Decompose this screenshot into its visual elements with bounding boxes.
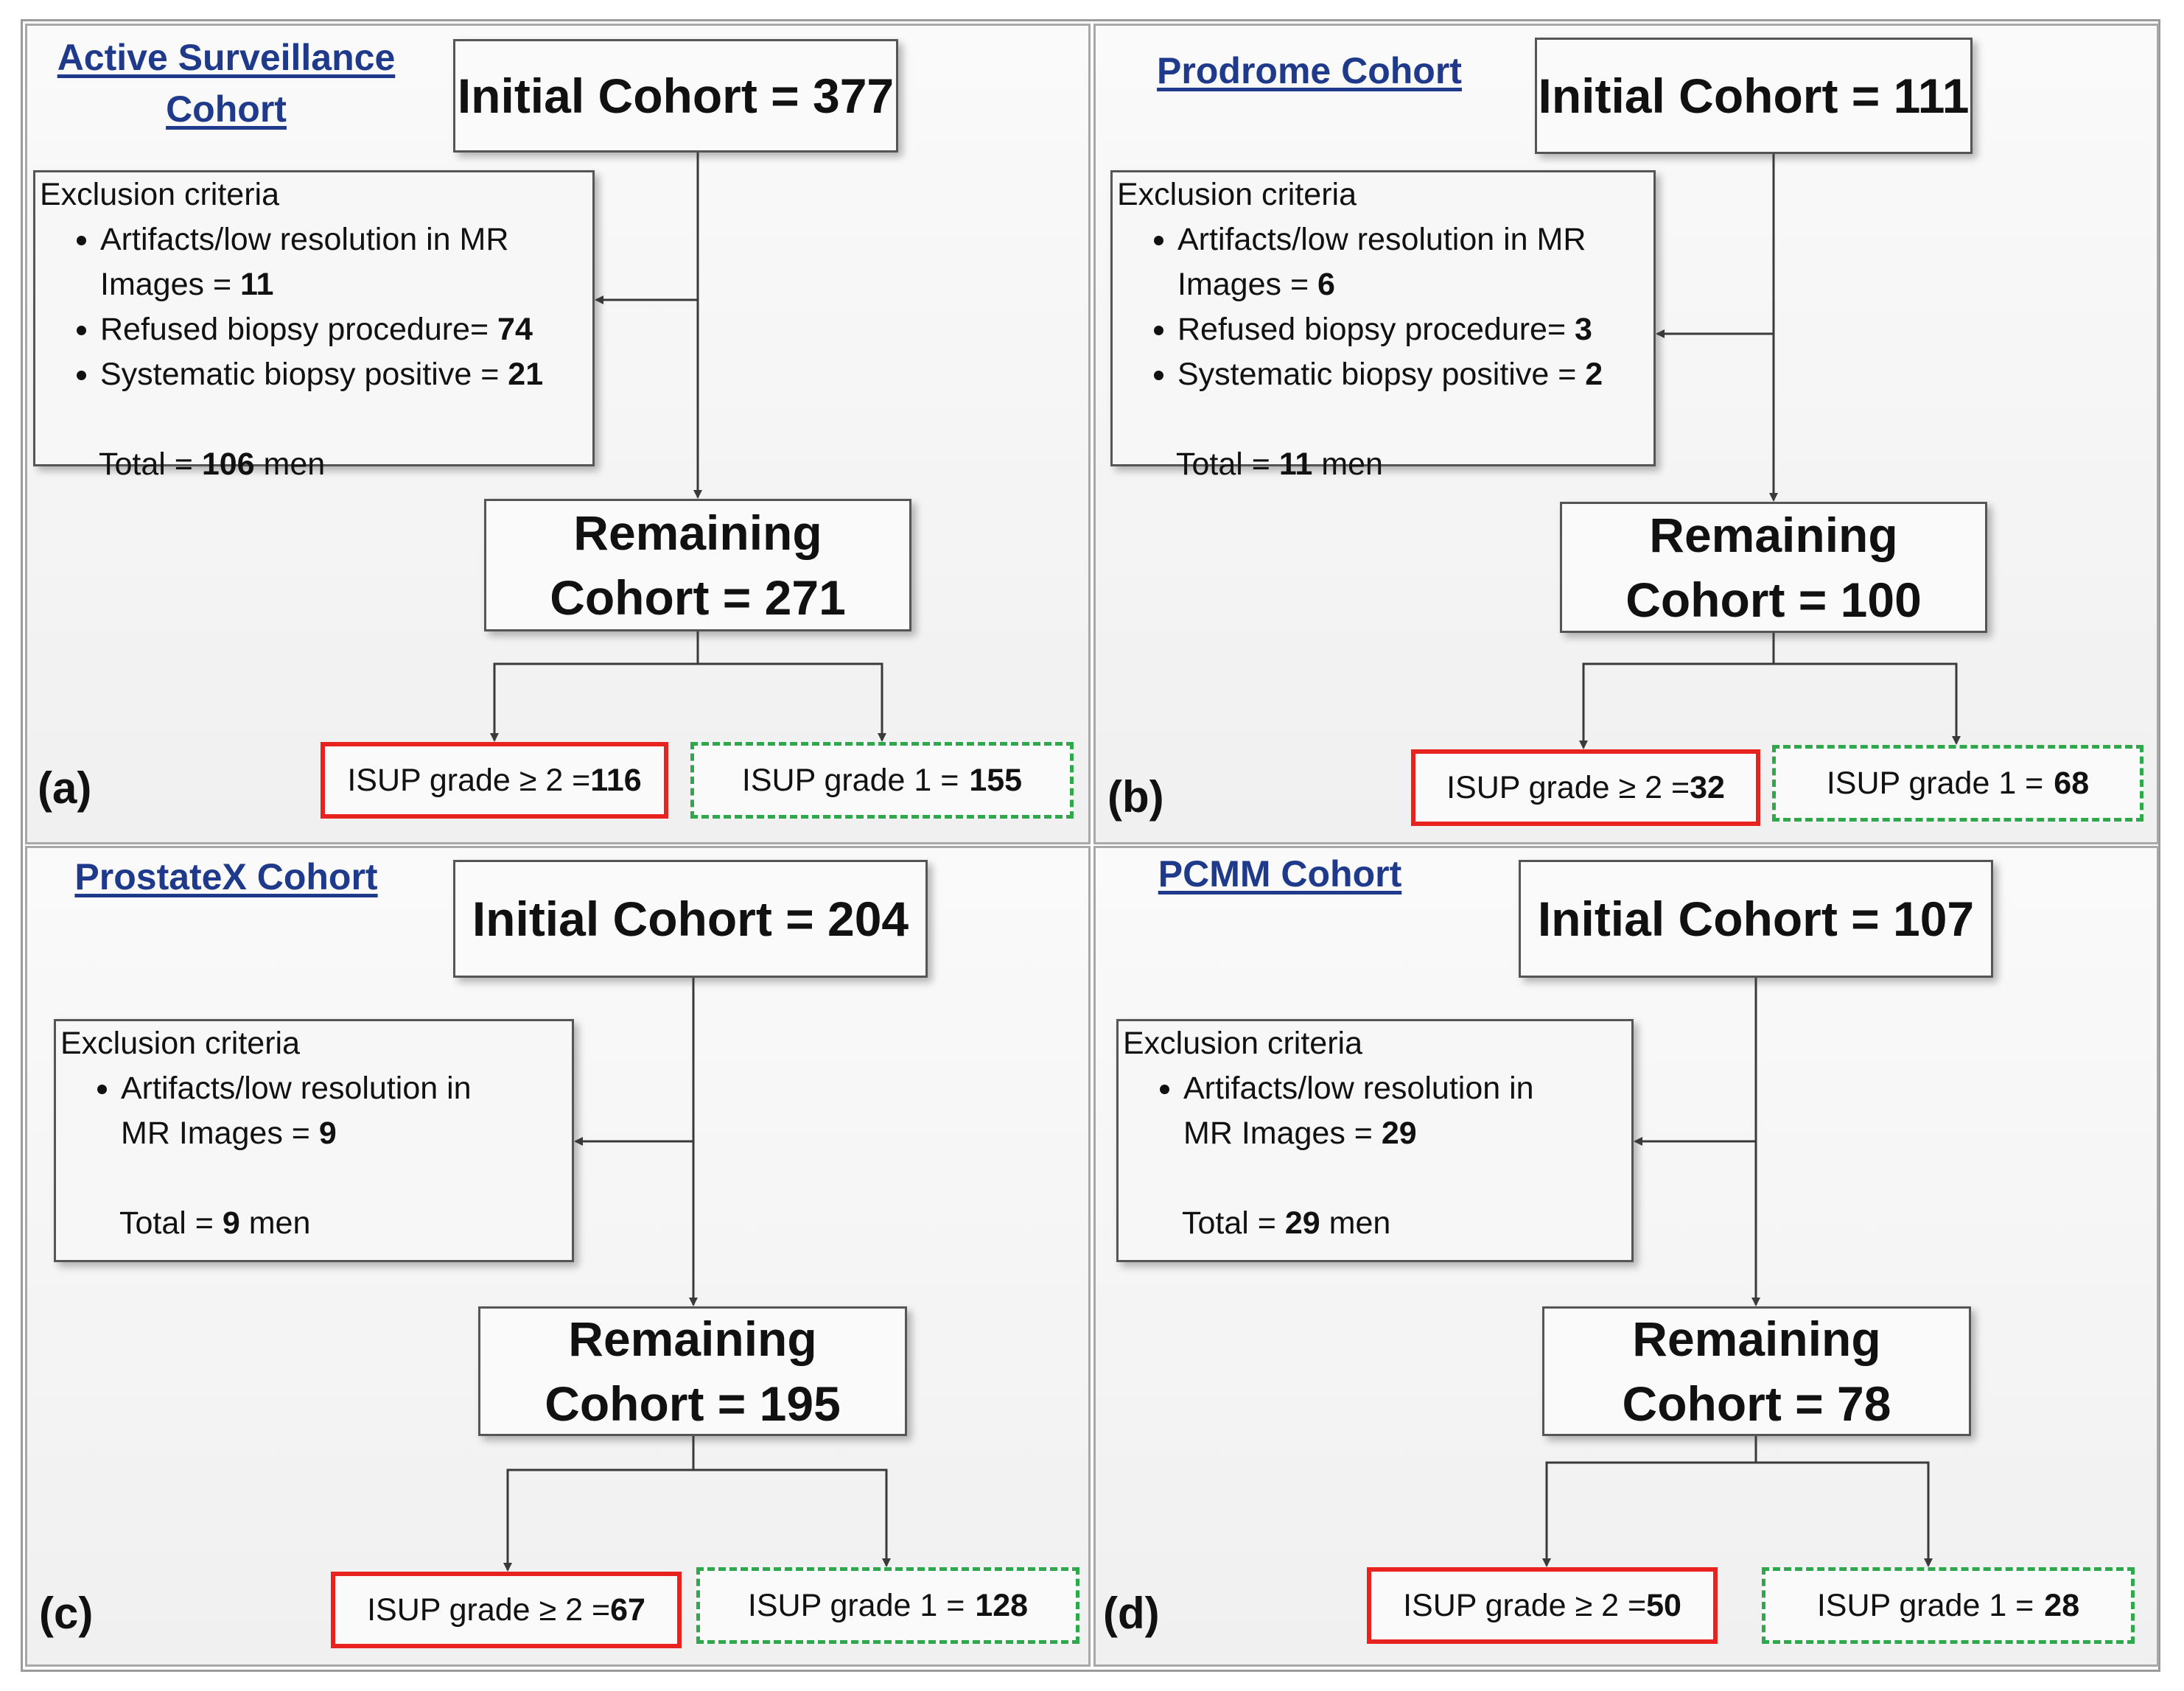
panel-a: Active Surveillance Cohort Initial Cohor…: [25, 24, 1091, 844]
connector-lines: [490, 153, 886, 742]
arrow-to-grade-1: [1774, 662, 1961, 745]
isup-grade-high-box: ISUP grade ≥ 2 = 67: [331, 1572, 682, 1648]
exclusion-list: Artifacts/low resolution in MR Images = …: [60, 1066, 572, 1156]
exclusion-item: Artifacts/low resolution in MR Images = …: [1177, 217, 1631, 307]
exclusion-header: Exclusion criteria: [60, 1026, 300, 1061]
isup-grade-high-box: ISUP grade ≥ 2 = 116: [321, 742, 668, 819]
exclusion-total: Total = 11 men: [1176, 447, 1383, 482]
exclusion-header: Exclusion criteria: [1123, 1026, 1362, 1061]
isup-grade-1-box: ISUP grade 1 = 155: [690, 742, 1074, 819]
panel-d: PCMM Cohort Initial Cohort = 107 Exclusi…: [1093, 846, 2159, 1667]
remaining-line-1: Remaining: [568, 1312, 817, 1366]
exclusion-header: Exclusion criteria: [1117, 177, 1357, 212]
initial-cohort-box: Initial Cohort = 204: [453, 860, 928, 978]
initial-cohort-box: Initial Cohort = 111: [1535, 38, 1973, 154]
panel-letter: (d): [1103, 1589, 1160, 1638]
isup-grade-high-box: ISUP grade ≥ 2 = 50: [1367, 1567, 1718, 1644]
remaining-line-2: Cohort = 195: [545, 1376, 841, 1431]
remaining-line-1: Remaining: [573, 505, 822, 560]
exclusion-list: Artifacts/low resolution in MR Images = …: [40, 217, 592, 397]
title-line-1: Active Surveillance: [57, 37, 396, 78]
exclusion-total: Total = 9 men: [119, 1205, 311, 1241]
title-line-1: ProstateX Cohort: [74, 856, 378, 897]
isup-grade-1-box: ISUP grade 1 = 68: [1772, 745, 2143, 822]
exclusion-total: Total = 106 men: [99, 447, 326, 482]
connector-lines: [503, 978, 891, 1572]
panel-b: Prodrome Cohort Initial Cohort = 111 Exc…: [1093, 24, 2159, 844]
remaining-line-2: Cohort = 100: [1625, 573, 1922, 627]
exclusion-item: Artifacts/low resolution in MR Images = …: [100, 217, 563, 307]
remaining-line-1: Remaining: [1649, 508, 1898, 562]
arrow-to-grade-high: [1579, 633, 1775, 749]
initial-cohort-box: Initial Cohort = 377: [453, 39, 898, 153]
panel-c: ProstateX Cohort Initial Cohort = 204 Ex…: [25, 846, 1091, 1667]
panel-title: Prodrome Cohort: [1140, 45, 1479, 97]
exclusion-item: Artifacts/low resolution in MR Images = …: [121, 1066, 528, 1156]
remaining-cohort-box: Remaining Cohort = 195: [478, 1306, 907, 1436]
connector-lines: [1579, 154, 1961, 749]
arrow-to-grade-1: [693, 1468, 891, 1567]
remaining-line-2: Cohort = 271: [550, 570, 846, 625]
remaining-line-1: Remaining: [1632, 1312, 1881, 1366]
arrow-to-grade-1: [698, 662, 886, 742]
exclusion-criteria-box: Exclusion criteria Artifacts/low resolut…: [33, 170, 595, 482]
isup-grade-1-box: ISUP grade 1 = 28: [1762, 1567, 2135, 1644]
exclusion-header: Exclusion criteria: [40, 177, 279, 212]
arrow-to-grade-high: [503, 1436, 695, 1572]
exclusion-list: Artifacts/low resolution in MR Images = …: [1117, 217, 1653, 397]
arrow-to-grade-1: [1756, 1461, 1933, 1567]
panel-letter: (a): [38, 763, 92, 813]
remaining-cohort-box: Remaining Cohort = 78: [1542, 1306, 1971, 1436]
exclusion-item: Refused biopsy procedure= 74: [100, 307, 563, 352]
isup-grade-high-box: ISUP grade ≥ 2 = 32: [1411, 749, 1760, 826]
panel-title: ProstateX Cohort: [64, 851, 388, 903]
exclusion-item: Refused biopsy procedure= 3: [1177, 307, 1631, 352]
isup-grade-1-box: ISUP grade 1 = 128: [696, 1567, 1079, 1644]
remaining-cohort-box: Remaining Cohort = 271: [484, 499, 911, 631]
remaining-cohort-box: Remaining Cohort = 100: [1560, 502, 1987, 633]
initial-cohort-box: Initial Cohort = 107: [1519, 860, 1993, 978]
remaining-line-2: Cohort = 78: [1622, 1376, 1891, 1431]
exclusion-criteria-box: Exclusion criteria Artifacts/low resolut…: [1116, 1019, 1634, 1262]
exclusion-criteria-box: Exclusion criteria Artifacts/low resolut…: [54, 1019, 574, 1262]
exclusion-list: Artifacts/low resolution in MR Images = …: [1123, 1066, 1631, 1156]
panel-letter: (b): [1107, 772, 1164, 822]
title-line-1: PCMM Cohort: [1158, 853, 1402, 894]
title-line-2: Cohort: [166, 88, 287, 130]
arrow-to-grade-high: [1542, 1436, 1757, 1567]
exclusion-criteria-box: Exclusion criteria Artifacts/low resolut…: [1110, 170, 1656, 482]
exclusion-item: Systematic biopsy positive = 21: [100, 352, 563, 397]
panel-title: PCMM Cohort: [1133, 848, 1427, 900]
title-line-1: Prodrome Cohort: [1157, 50, 1462, 91]
exclusion-item: Artifacts/low resolution in MR Images = …: [1183, 1066, 1587, 1156]
connector-lines: [1542, 978, 1933, 1567]
exclusion-total: Total = 29 men: [1182, 1205, 1391, 1241]
arrow-to-grade-high: [490, 631, 699, 742]
panel-title: Active Surveillance Cohort: [42, 32, 410, 135]
exclusion-item: Systematic biopsy positive = 2: [1177, 352, 1631, 397]
panel-letter: (c): [39, 1589, 94, 1638]
